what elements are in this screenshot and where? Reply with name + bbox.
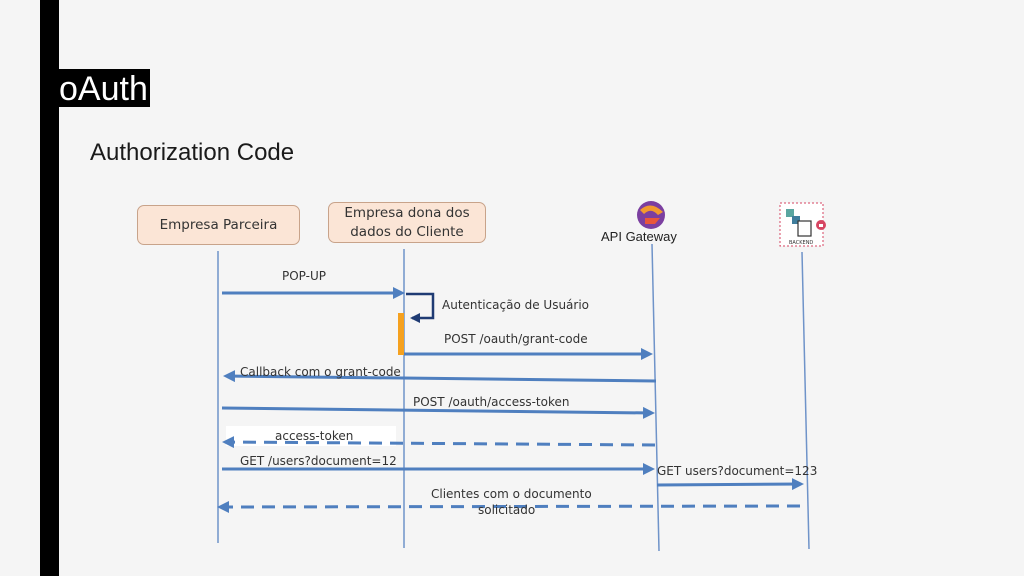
msg-popup-label: POP-UP bbox=[282, 269, 327, 283]
actor-api-gateway-label: API Gateway bbox=[601, 229, 677, 244]
msg-clients-label-line2: solicitado bbox=[478, 503, 536, 517]
msg-get-users-label: GET /users?document=12 bbox=[240, 454, 397, 468]
page-title: oAuth bbox=[59, 69, 150, 108]
msg-callback-label: Callback com o grant-code bbox=[240, 365, 401, 379]
lifeline-gateway bbox=[651, 243, 660, 552]
msg-clients-label-line1: Clientes com o documento bbox=[431, 487, 592, 501]
arrow-access-token-resp bbox=[222, 436, 656, 449]
msg-access-token-req-label: POST /oauth/access-token bbox=[413, 395, 570, 409]
diagram-subtitle: Authorization Code bbox=[90, 139, 295, 166]
actor-label-line1: Empresa dona dos bbox=[344, 204, 470, 221]
actor-label-line2: dados do Cliente bbox=[350, 223, 464, 240]
msg-auth-label: Autenticação de Usuário bbox=[442, 298, 590, 312]
arrow-clients-response bbox=[217, 500, 801, 513]
backend-icon-text: BACKEND bbox=[789, 240, 813, 246]
lifeline-backend bbox=[801, 251, 810, 550]
arrow-access-token-req bbox=[221, 406, 655, 419]
self-arrow bbox=[406, 292, 435, 323]
activation-bar bbox=[398, 313, 404, 355]
actor-empresa-parceira: Empresa Parceira bbox=[137, 205, 300, 245]
backend-server-icon: BACKEND bbox=[779, 202, 826, 247]
api-gateway-logo-icon bbox=[637, 201, 665, 229]
msg-grant-code-label: POST /oauth/grant-code bbox=[444, 332, 588, 346]
actor-empresa-cliente: Empresa dona dos dados do Cliente bbox=[328, 202, 486, 243]
left-accent-bar bbox=[40, 0, 59, 576]
actor-label: Empresa Parceira bbox=[159, 216, 278, 233]
msg-access-token-resp-label: access-token bbox=[275, 429, 354, 443]
msg-get-users-backend-label: GET users?document=123 bbox=[657, 464, 818, 478]
arrow-callback bbox=[223, 370, 657, 383]
arrow-get-users-backend bbox=[656, 478, 804, 491]
